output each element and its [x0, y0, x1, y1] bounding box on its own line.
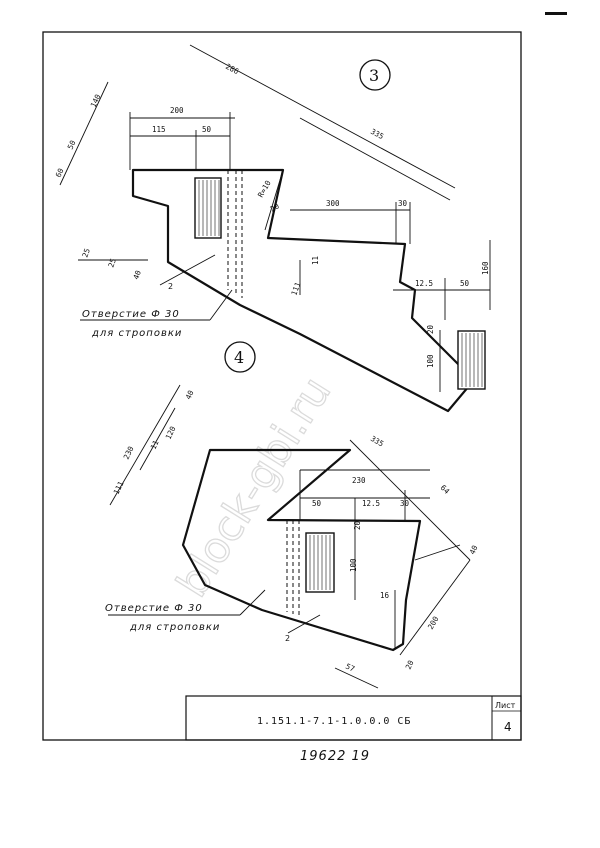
- dim-115: 115: [152, 125, 166, 134]
- dim-40-top: 40: [184, 388, 196, 400]
- sheet-frame: [42, 31, 522, 741]
- dim-111: 111: [289, 281, 302, 297]
- view-3-leader-2: 2: [168, 282, 173, 291]
- drawing-designation: 1.151.1-7.1-1.0.0.0 СБ: [257, 716, 411, 727]
- sheet-number: 4: [504, 720, 512, 734]
- dim-57: 57: [344, 662, 356, 674]
- dim-230: 230: [352, 476, 366, 485]
- corner-mark: [545, 12, 567, 15]
- dim-50-right: 50: [460, 279, 470, 288]
- dim-335: 335: [369, 434, 385, 449]
- view-4-hole-purpose: для строповки: [129, 622, 220, 633]
- view-3-number: 3: [369, 66, 379, 85]
- dim-30: 30: [398, 199, 408, 208]
- dim-100: 100: [349, 558, 358, 572]
- view-4-hole-note: Отверстие Ф 30: [105, 603, 203, 614]
- dim-100: 100: [426, 354, 435, 368]
- dim-60-left: 60: [54, 166, 66, 178]
- dim-25-b: 25: [106, 257, 118, 269]
- view-4-number: 4: [234, 348, 244, 367]
- dim-25-a: 25: [80, 247, 92, 259]
- dim-11: 11: [149, 439, 161, 451]
- dim-11: 11: [311, 256, 320, 265]
- dim-335: 335: [369, 127, 385, 141]
- dim-140: 140: [89, 92, 103, 109]
- dim-16: 16: [380, 591, 390, 600]
- dim-20: 20: [426, 324, 435, 334]
- dim-40-right: 40: [468, 543, 480, 555]
- dim-12-5: 12.5: [415, 279, 433, 288]
- sheet-label: Лист: [495, 701, 516, 710]
- document-number: 19622 19: [300, 749, 370, 764]
- dim-20: 20: [353, 520, 362, 530]
- dim-286: 286: [224, 62, 241, 77]
- dim-40: 40: [131, 269, 143, 281]
- dim-50-left: 50: [66, 138, 78, 150]
- view-3-hole-purpose: для строповки: [91, 328, 182, 339]
- dim-160: 160: [481, 261, 490, 275]
- dim-50: 50: [312, 499, 322, 508]
- view-4-leader-2: 2: [285, 634, 290, 643]
- view-4-marker: [224, 341, 256, 373]
- dim-300: 300: [326, 199, 340, 208]
- dim-200: 200: [170, 106, 184, 115]
- dim-64: 64: [439, 483, 452, 496]
- view-3: 3: [54, 44, 491, 413]
- view-3-marker: [359, 59, 391, 91]
- view-4-plate: [305, 532, 335, 593]
- dim-r10: R=10: [256, 178, 273, 199]
- dim-30: 30: [400, 499, 410, 508]
- dim-12-5: 12.5: [362, 499, 380, 508]
- dim-120: 120: [164, 424, 178, 441]
- dim-20-bottom: 20: [404, 658, 416, 670]
- dim-230-left: 230: [122, 444, 136, 461]
- view-4-outline: [181, 448, 422, 652]
- dim-50: 50: [202, 125, 212, 134]
- title-block: 1.151.1-7.1-1.0.0.0 СБ Лист 4: [185, 695, 522, 741]
- view-3-plate: [194, 177, 222, 239]
- view-3-hole-note: Отверстие Ф 30: [82, 309, 180, 320]
- view-3-plate-2: [457, 330, 486, 390]
